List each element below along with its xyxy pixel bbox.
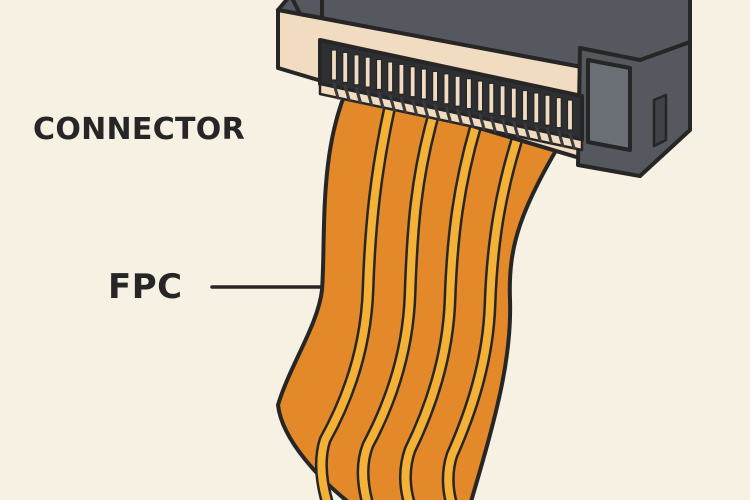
fpc-traces	[314, 86, 530, 500]
connector-pin	[566, 99, 574, 131]
connector-pin	[521, 89, 529, 122]
fpc-trace-1	[314, 86, 400, 500]
connector-pin-tail	[388, 94, 396, 112]
connector-pin	[499, 85, 506, 117]
connector-pin-tail	[523, 123, 531, 140]
connector-pin	[353, 54, 360, 86]
connector-pin	[364, 56, 371, 88]
connector-pin-tail	[355, 87, 362, 105]
connector-pin-tail	[422, 101, 430, 119]
connector-pin	[342, 51, 349, 84]
connector-pins	[330, 49, 576, 150]
connector-pin	[477, 80, 484, 112]
connector-pin-tail	[456, 108, 464, 126]
connector-right-block-face	[586, 58, 632, 152]
connector-pin	[465, 77, 472, 110]
connector-pin-tail	[501, 118, 509, 136]
connector-pin-tail	[478, 113, 486, 131]
connector-pin-tail	[568, 132, 576, 150]
connector-right-notch	[652, 93, 668, 148]
fpc-trace-4	[441, 114, 530, 500]
connector-top-tab	[290, 0, 324, 20]
connector-pin	[454, 75, 461, 107]
connector-pin	[375, 58, 383, 91]
connector-pin-tail	[467, 111, 475, 129]
connector-pin-tail	[489, 115, 497, 133]
connector-pin	[443, 73, 450, 105]
connector-pin-tail	[366, 89, 374, 107]
connector-label: CONNECTOR	[33, 112, 246, 147]
fpc-trace-3	[399, 105, 487, 500]
connector-pin-tail	[411, 99, 419, 117]
connector-pin-tail	[512, 120, 520, 138]
connector-pin-tail	[546, 127, 553, 145]
connector-pin-tail	[444, 106, 452, 124]
connector-pin	[488, 82, 495, 114]
connector-pin-tail	[557, 130, 565, 148]
connector-pin-tail	[534, 125, 542, 143]
fpc-trace-2	[356, 96, 444, 500]
connector-pin	[533, 92, 540, 124]
connector-pin-tail	[332, 82, 340, 100]
fpc-label: FPC	[108, 267, 183, 307]
connector-pin	[510, 87, 517, 119]
connector-pin	[420, 68, 427, 100]
connector-pin-tail	[433, 103, 441, 121]
connector-pin-tail	[343, 84, 351, 102]
connector-pin	[398, 63, 405, 95]
connector-pin	[544, 94, 551, 126]
connector-pin	[387, 61, 394, 93]
connector-pin-tail	[399, 96, 407, 114]
fpc-cable	[276, 80, 570, 500]
connector-pin	[330, 49, 338, 81]
connector-pin	[555, 96, 562, 129]
connector-pin-tail	[377, 92, 385, 109]
connector-pin	[409, 66, 416, 98]
connector-pin	[432, 70, 439, 103]
